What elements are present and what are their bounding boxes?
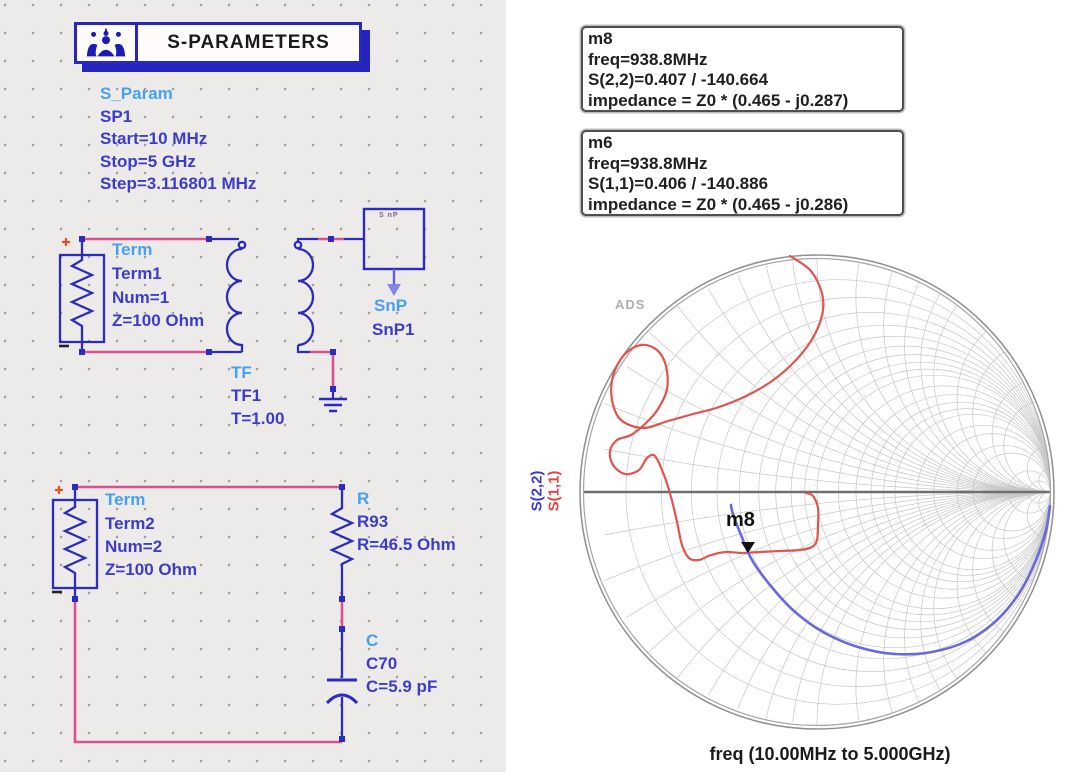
m6-freq: freq=938.8MHz bbox=[588, 153, 708, 173]
c70-name-label[interactable]: C70 bbox=[366, 654, 398, 673]
term2-num-param[interactable]: Num=2 bbox=[105, 537, 163, 556]
snp-name-label[interactable]: SnP1 bbox=[372, 320, 415, 339]
term2-name-label[interactable]: Term2 bbox=[105, 514, 155, 533]
freq-axis-label: freq (10.00MHz to 5.000GHz) bbox=[709, 744, 951, 764]
snp-type-label[interactable]: SnP bbox=[374, 296, 408, 315]
s-parameters-icon bbox=[86, 28, 126, 57]
s-parameters-icon-cell bbox=[77, 25, 138, 61]
ads-watermark: ADS bbox=[615, 297, 646, 312]
outer-boundary-ring bbox=[579, 254, 1055, 730]
sim-name-label[interactable]: SP1 bbox=[100, 107, 133, 126]
m8-chart-label[interactable]: m8 bbox=[726, 509, 755, 531]
s-parameters-simulation-block[interactable]: S-PARAMETERS bbox=[74, 22, 362, 64]
smith-grid bbox=[603, 258, 1051, 726]
term1-num-param[interactable]: Num=1 bbox=[112, 288, 170, 307]
legend-s22: S(2,2) bbox=[528, 470, 546, 512]
marker-readout-m6[interactable]: m6 freq=938.8MHz S(1,1)=0.406 / -140.886… bbox=[581, 130, 904, 216]
m8-impedance: impedance = Z0 * (0.465 - j0.287) bbox=[588, 90, 849, 110]
m8-marker-triangle[interactable] bbox=[741, 542, 755, 553]
marker-readout-m8[interactable]: m8 freq=938.8MHz S(2,2)=0.407 / -140.664… bbox=[581, 26, 904, 112]
tf-t-param[interactable]: T=1.00 bbox=[231, 409, 285, 428]
c70-c-param[interactable]: C=5.9 pF bbox=[366, 677, 438, 696]
sim-type-label[interactable]: S_Param bbox=[100, 84, 173, 103]
sim-step-param[interactable]: Step=3.116801 MHz bbox=[100, 174, 257, 193]
m8-id: m8 bbox=[588, 29, 613, 48]
m8-s-value: S(2,2)=0.407 / -140.664 bbox=[588, 70, 769, 89]
inner-boundary-ring bbox=[582, 257, 1052, 727]
term1-name-label[interactable]: Term1 bbox=[112, 264, 162, 283]
r93-type-label[interactable]: R bbox=[357, 489, 370, 508]
legend-s11: S(1,1) bbox=[545, 470, 563, 512]
tf-type-label[interactable]: TF bbox=[231, 363, 252, 382]
term1-z-param[interactable]: Z=100 Ohm bbox=[112, 311, 205, 330]
snp-inner-label: S nP bbox=[379, 212, 399, 219]
r93-r-param[interactable]: R=46.5 Ohm bbox=[357, 535, 456, 554]
term2-type-label[interactable]: Term bbox=[105, 490, 146, 509]
r93-name-label[interactable]: R93 bbox=[357, 512, 389, 531]
term1-type-label[interactable]: Term bbox=[112, 240, 153, 259]
sim-stop-param[interactable]: Stop=5 GHz bbox=[100, 152, 196, 171]
m6-s-value: S(1,1)=0.406 / -140.886 bbox=[588, 174, 769, 193]
c70-type-label[interactable]: C bbox=[366, 631, 379, 650]
term2-z-param[interactable]: Z=100 Ohm bbox=[105, 560, 198, 579]
trace-S(2,2) bbox=[729, 503, 1052, 656]
schematic-canvas[interactable]: S-PARAMETERS S_Param SP1 Start=10 MHz St… bbox=[0, 0, 506, 772]
m6-impedance: impedance = Z0 * (0.465 - j0.286) bbox=[588, 194, 849, 214]
s-parameters-title: S-PARAMETERS bbox=[167, 32, 330, 53]
tf-name-label[interactable]: TF1 bbox=[231, 386, 262, 405]
m6-id: m6 bbox=[588, 133, 613, 152]
m8-freq: freq=938.8MHz bbox=[588, 49, 708, 69]
sim-start-param[interactable]: Start=10 MHz bbox=[100, 129, 208, 148]
